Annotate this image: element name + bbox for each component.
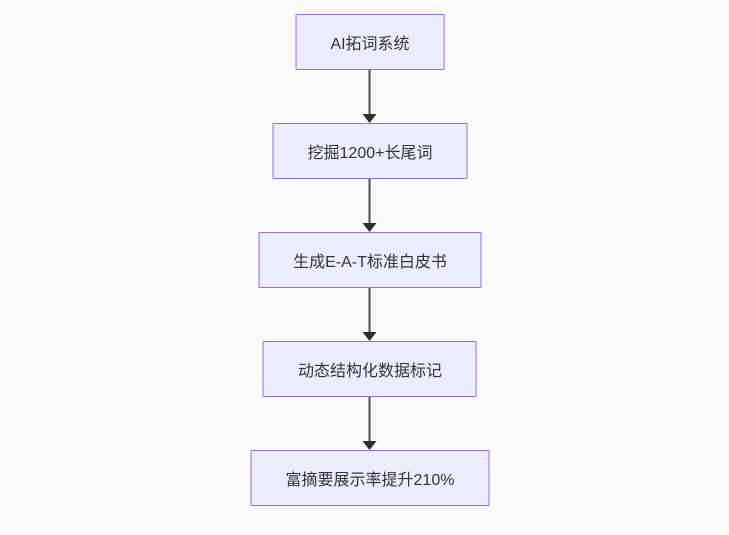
arrow-down-icon [363, 332, 377, 341]
arrow-down-icon [363, 441, 377, 450]
flow-node-label: 富摘要展示率提升210% [285, 472, 455, 489]
flow-node-rich-snippet-uplift: 富摘要展示率提升210% [250, 450, 490, 506]
flow-node-label: 挖掘1200+长尾词 [307, 145, 433, 162]
flow-node-label: 动态结构化数据标记 [297, 363, 442, 380]
flow-node-structured-data-markup: 动态结构化数据标记 [262, 341, 477, 397]
flow-edge-3-4 [363, 288, 377, 341]
flow-node-label: AI拓词系统 [330, 36, 410, 53]
flow-node-eat-whitepaper: 生成E-A-T标准白皮书 [258, 232, 482, 288]
edge-line [369, 179, 371, 223]
flowchart: AI拓词系统 挖掘1200+长尾词 生成E-A-T标准白皮书 动态结构化数据标记 [250, 14, 490, 506]
flow-edge-4-5 [363, 397, 377, 450]
flow-node-ai-word-expansion: AI拓词系统 [295, 14, 445, 70]
flow-edge-1-2 [363, 70, 377, 123]
edge-line [369, 397, 371, 441]
flow-edge-2-3 [363, 179, 377, 232]
edge-line [369, 288, 371, 332]
flow-node-longtail-mining: 挖掘1200+长尾词 [272, 123, 468, 179]
edge-line [369, 70, 371, 114]
flow-node-label: 生成E-A-T标准白皮书 [293, 254, 447, 271]
arrow-down-icon [363, 114, 377, 123]
arrow-down-icon [363, 223, 377, 232]
